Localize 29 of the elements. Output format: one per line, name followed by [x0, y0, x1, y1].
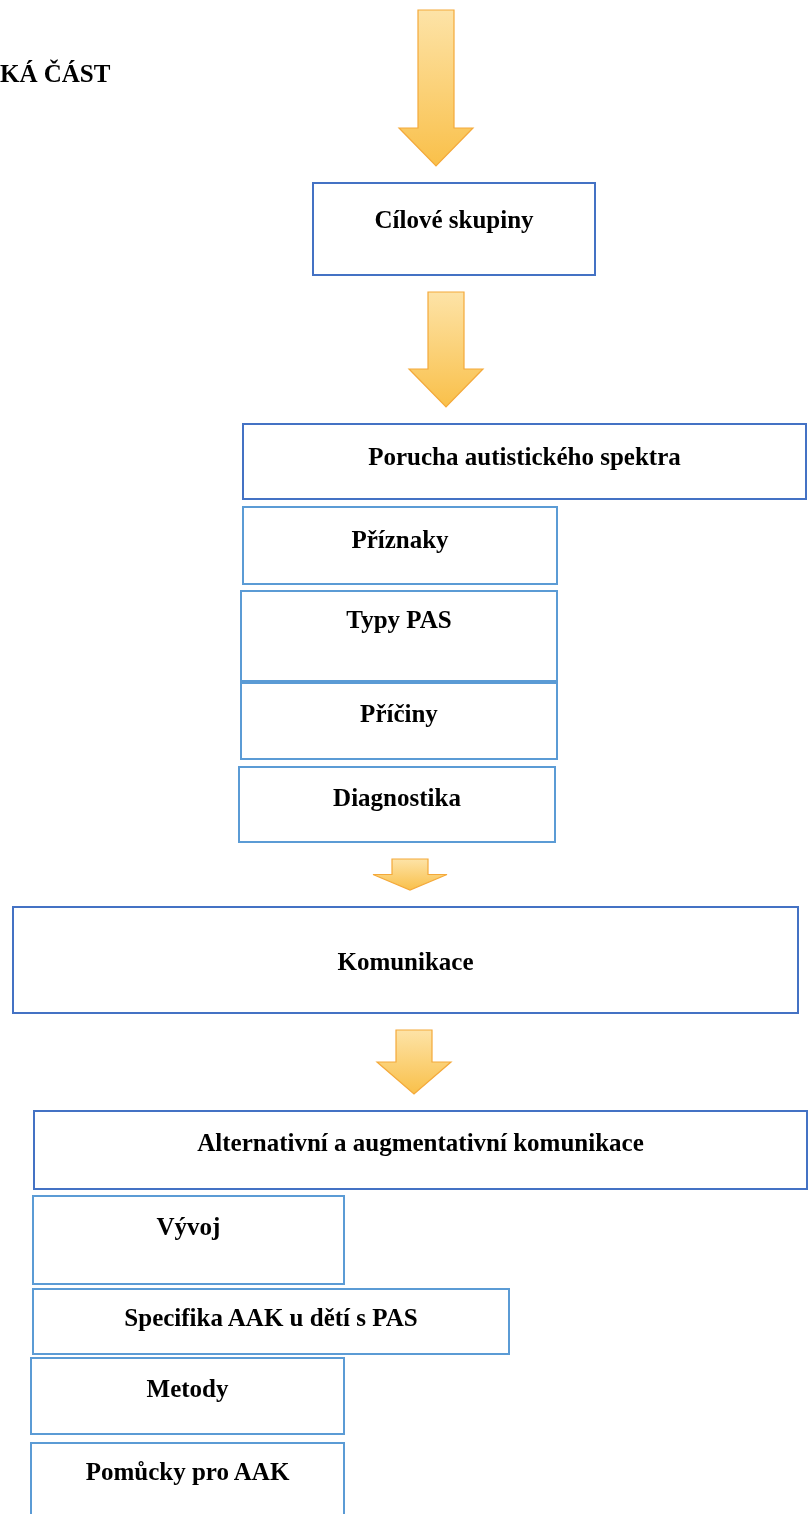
topic-box — [12, 906, 799, 1014]
topic-box — [238, 766, 556, 843]
topic-box — [33, 1110, 808, 1190]
topic-box — [242, 423, 807, 500]
topic-label: Metody — [146, 1375, 229, 1404]
topic-box — [240, 590, 558, 682]
topic-box — [242, 506, 558, 585]
topic-label: Cílové skupiny — [374, 206, 534, 235]
topic-label: Alternativní a augmentativní komunikace — [197, 1129, 644, 1158]
block-arrow — [372, 858, 448, 891]
topic-box — [30, 1357, 345, 1435]
topic-box — [32, 1288, 510, 1355]
section-heading: KÁ ČÁST — [0, 60, 111, 88]
topic-label: Diagnostika — [333, 784, 461, 813]
topic-label: Pomůcky pro AAK — [85, 1458, 290, 1487]
topic-label: Specifika AAK u dětí s PAS — [124, 1304, 418, 1333]
topic-box — [240, 682, 558, 760]
topic-box — [312, 182, 596, 276]
topic-label: Vývoj — [156, 1213, 221, 1242]
topic-box — [30, 1442, 345, 1514]
block-arrow — [375, 1029, 453, 1095]
block-arrow — [397, 9, 475, 167]
topic-box — [32, 1195, 345, 1285]
topic-label: Typy PAS — [346, 606, 452, 635]
topic-label: Komunikace — [337, 948, 474, 977]
topic-label: Příznaky — [351, 526, 449, 555]
topic-label: Porucha autistického spektra — [368, 443, 681, 472]
block-arrow — [407, 291, 485, 408]
topic-label: Příčiny — [360, 700, 438, 729]
